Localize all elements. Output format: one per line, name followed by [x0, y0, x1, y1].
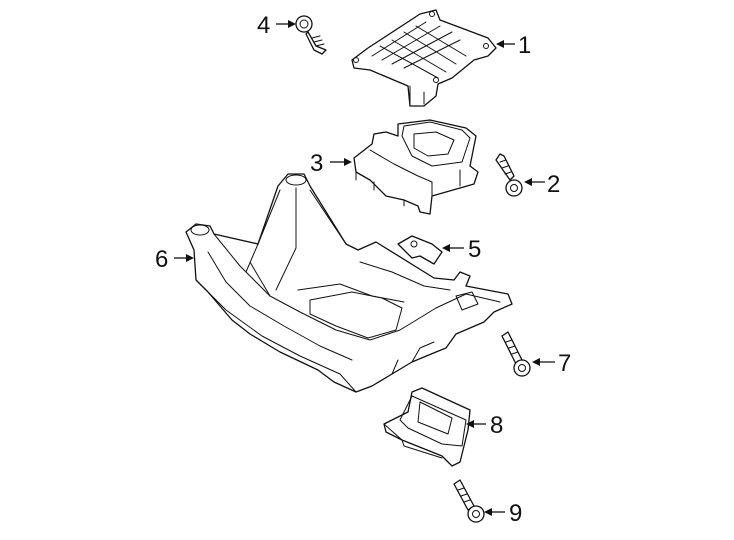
callout-4: 4 [257, 12, 270, 39]
part-3-mount [353, 119, 479, 215]
part-1-bracket [351, 9, 497, 107]
part-8-insulator [383, 387, 471, 467]
part-5-plate [397, 235, 443, 265]
callout-9: 9 [509, 500, 522, 527]
callout-5: 5 [468, 236, 481, 263]
part-2-bolt [495, 153, 523, 197]
leader-lines [174, 20, 555, 516]
callout-3: 3 [310, 150, 323, 177]
part-7-bolt [501, 331, 531, 377]
callout-2: 2 [547, 171, 560, 198]
callout-1: 1 [518, 32, 531, 59]
part-9-bolt [453, 479, 485, 523]
callout-6: 6 [155, 246, 168, 273]
part-4-bolt [295, 15, 327, 55]
callout-8: 8 [490, 412, 503, 439]
callout-7: 7 [558, 350, 571, 377]
part-6-crossmember [185, 173, 513, 393]
